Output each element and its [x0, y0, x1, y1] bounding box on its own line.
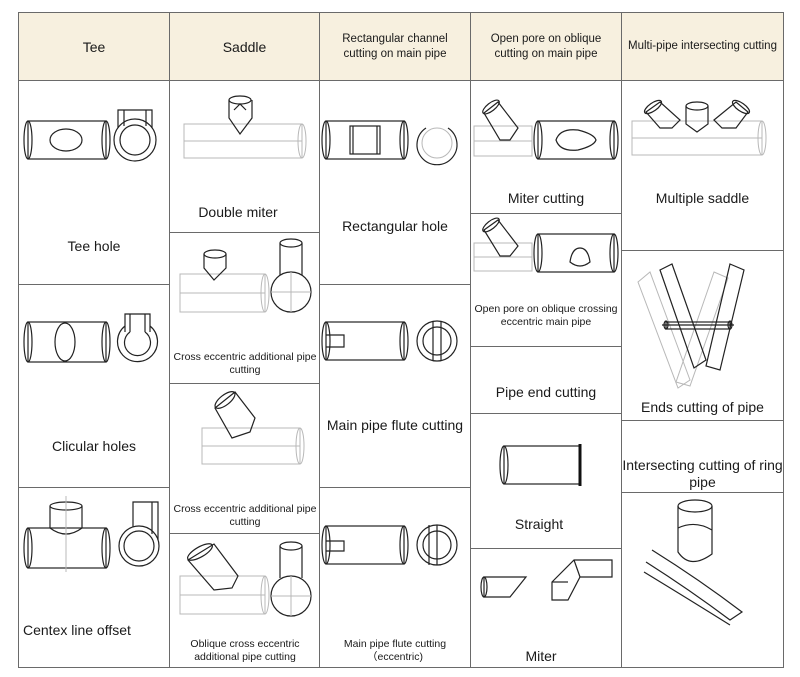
header-tee-label: Tee: [82, 38, 106, 55]
header-rect-label: Rectangular channel cutting on main pipe: [342, 32, 448, 60]
header-rectangular-channel: Rectangular channel cutting on main pipe: [320, 13, 470, 80]
label-rectangular-hole: Rectangular hole: [342, 218, 448, 234]
double-miter-drawing: [183, 95, 307, 159]
label-oblique-cross-eccentric: Oblique cross eccentric additional pipe …: [190, 638, 300, 663]
label-oblique-crossing: Open pore on oblique crossing eccentric …: [474, 303, 618, 328]
straight-cut-drawing: [499, 444, 582, 486]
label-centerline-offset: Centex line offset: [23, 622, 131, 638]
label-multiple-saddle: Multiple saddle: [655, 190, 750, 206]
header-tee: Tee: [19, 13, 169, 80]
oblique-crossing-eccentric-drawing: [473, 217, 619, 273]
multiple-saddle-drawing: [631, 99, 767, 156]
miter-cutting-drawing: [473, 99, 619, 160]
label-pipe-end-cutting: Pipe end cutting: [495, 384, 597, 400]
cross-eccentric-additional-drawing: [179, 238, 312, 313]
cross-eccentric-oblique-drawing: [201, 391, 305, 465]
label-ring-pipe: Intersecting cutting of ring pipe: [622, 457, 783, 490]
header-multi-label: Multi-pipe intersecting cutting: [628, 40, 777, 52]
main-pipe-flute-drawing: [321, 320, 458, 362]
miter-cut-drawing: [480, 559, 613, 601]
label-miter-cutting: Miter cutting: [507, 190, 585, 206]
label-main-pipe-flute: Main pipe flute cutting: [326, 417, 464, 433]
centerline-offset-pipe-drawing: [23, 496, 160, 572]
label-ends-cutting: Ends cutting of pipe: [641, 399, 764, 415]
circular-holes-pipe-drawing: [23, 313, 159, 363]
ring-pipe-drawing: [643, 499, 744, 626]
header-multi-pipe: Multi-pipe intersecting cutting: [622, 13, 783, 80]
label-circular-holes: Clicular holes: [51, 438, 137, 454]
ends-cutting-drawing: [637, 263, 745, 389]
header-saddle: Saddle: [170, 13, 319, 80]
header-oblique-pore: Open pore on oblique cutting on main pip…: [471, 13, 621, 80]
oblique-cross-eccentric-drawing: [179, 541, 312, 617]
rectangular-hole-drawing: [321, 120, 458, 166]
label-main-pipe-flute-eccentric: Main pipe flute cutting （eccentric): [343, 638, 447, 663]
label-miter: Miter: [525, 648, 557, 664]
label-tee-hole: Tee hole: [67, 238, 121, 254]
main-pipe-flute-eccentric-drawing: [321, 524, 458, 566]
header-oblique-label: Open pore on oblique cutting on main pip…: [490, 32, 602, 60]
label-cross-eccentric-additional-2: Cross eccentric additional pipe cutting: [173, 503, 317, 528]
header-saddle-label: Saddle: [222, 38, 267, 55]
tee-hole-pipe-drawing: [23, 109, 157, 162]
label-straight: Straight: [514, 516, 564, 532]
label-cross-eccentric-additional: Cross eccentric additional pipe cutting: [173, 351, 317, 376]
label-double-miter: Double miter: [198, 204, 278, 220]
